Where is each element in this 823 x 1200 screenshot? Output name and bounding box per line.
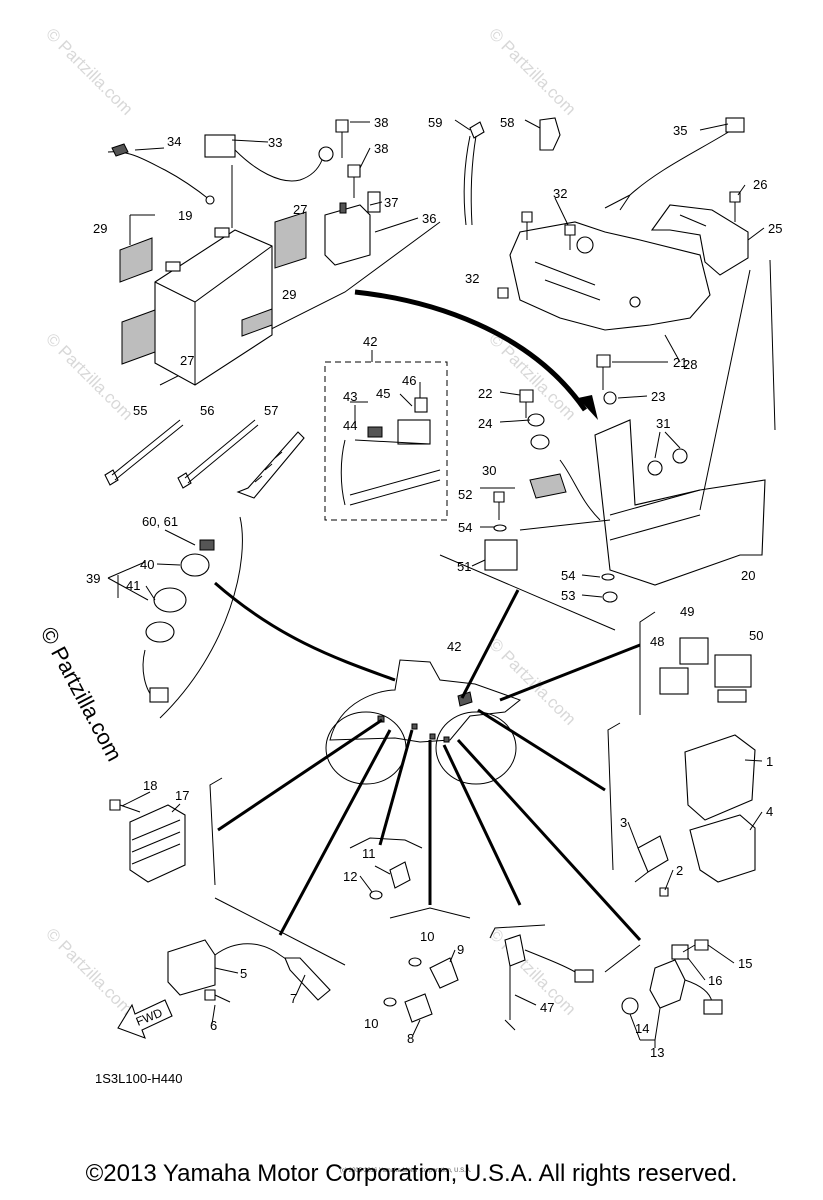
- callout-1: 1: [766, 754, 773, 769]
- callout-22: 22: [478, 386, 492, 401]
- callout-13: 13: [650, 1045, 664, 1060]
- drawing-code: 1S3L100-H440: [95, 1071, 182, 1086]
- leader-lines: [217, 589, 642, 942]
- battery-tray-group: [439, 259, 776, 631]
- oil-switch-group: [489, 924, 594, 1031]
- callout-57: 57: [264, 403, 278, 418]
- callout-20: 20: [741, 568, 755, 583]
- callout-6: 6: [210, 1018, 217, 1033]
- callout-48: 48: [650, 634, 664, 649]
- relay-group: [639, 611, 752, 715]
- callout-2: 2: [676, 863, 683, 878]
- watermark-1: © Partzilla.com: [42, 24, 136, 118]
- callout-41: 41: [126, 578, 140, 593]
- sensor-group: [349, 837, 423, 900]
- callout-54-left: 54: [458, 520, 472, 535]
- callout-25: 25: [768, 221, 782, 236]
- callout-27-upper: 27: [293, 202, 307, 217]
- callout-49: 49: [680, 604, 694, 619]
- assembly-arrowhead: [578, 395, 598, 420]
- callout-31: 31: [656, 416, 670, 431]
- callout-50: 50: [749, 628, 763, 643]
- callout-10-upper: 10: [420, 929, 434, 944]
- copyright-footer: ©2013 Yamaha Motor Corporation, U.S.A. A…: [85, 1160, 738, 1187]
- ignition-coil-group: [117, 897, 346, 1039]
- callout-24: 24: [478, 416, 492, 431]
- callout-17: 17: [175, 788, 189, 803]
- speed-sensor-group: [604, 939, 723, 1015]
- callout-26: 26: [753, 177, 767, 192]
- callout-45: 45: [376, 386, 390, 401]
- callout-5: 5: [240, 966, 247, 981]
- callout-42-bike: 42: [447, 639, 461, 654]
- watermark-6: © Partzilla.com: [42, 924, 136, 1018]
- watermark-5: © Partzilla.com: [485, 634, 579, 728]
- motorcycle-outline: [325, 659, 522, 785]
- callout-39: 39: [86, 571, 100, 586]
- callout-54-right: 54: [561, 568, 575, 583]
- callout-10-lower: 10: [364, 1016, 378, 1031]
- callout-12: 12: [343, 869, 357, 884]
- callout-59: 59: [428, 115, 442, 130]
- callout-36: 36: [422, 211, 436, 226]
- side-watermark: © Partzilla.com: [36, 623, 128, 766]
- callout-14: 14: [635, 1021, 649, 1036]
- callout-8: 8: [407, 1031, 414, 1046]
- callout-38-lower: 38: [374, 141, 388, 156]
- tiny-copyright: (c) 2005-2016 Yamaha Motor Corporation, …: [340, 1168, 472, 1174]
- callout-9: 9: [457, 942, 464, 957]
- callout-15: 15: [738, 956, 752, 971]
- callout-29-right: 29: [282, 287, 296, 302]
- callout-23: 23: [651, 389, 665, 404]
- watermark-2: © Partzilla.com: [485, 24, 579, 118]
- callout-47: 47: [540, 1000, 554, 1015]
- callout-3: 3: [620, 815, 627, 830]
- callout-55: 55: [133, 403, 147, 418]
- callout-33: 33: [268, 135, 282, 150]
- callout-11: 11: [362, 846, 376, 861]
- rectifier-group: [109, 777, 223, 886]
- callout-60-61: 60, 61: [142, 514, 178, 529]
- watermark-4: © Partzilla.com: [485, 329, 579, 423]
- callout-53: 53: [561, 588, 575, 603]
- callout-32-upper: 32: [553, 186, 567, 201]
- bracket-group: [463, 117, 749, 331]
- callout-43: 43: [343, 389, 357, 404]
- callout-42-top: 42: [363, 334, 377, 349]
- callout-32-left: 32: [465, 271, 479, 286]
- ecu-group: [607, 722, 756, 897]
- callouts: 1 2 3 4 5 6 7 8 9 10 10 11 12 13 14 15 1…: [86, 115, 782, 1060]
- callout-51: 51: [457, 559, 471, 574]
- cable-ties: [104, 419, 305, 499]
- ignition-group: [142, 516, 396, 719]
- callout-34: 34: [167, 134, 181, 149]
- callout-19: 19: [178, 208, 192, 223]
- callout-18: 18: [143, 778, 157, 793]
- fusebox-group: [324, 350, 448, 521]
- callout-30: 30: [482, 463, 496, 478]
- callout-58: 58: [500, 115, 514, 130]
- callout-38-upper: 38: [374, 115, 388, 130]
- callout-52: 52: [458, 487, 472, 502]
- callout-28: 28: [683, 357, 697, 372]
- callout-37: 37: [384, 195, 398, 210]
- callout-29-left: 29: [93, 221, 107, 236]
- assembly-arrow: [354, 289, 588, 412]
- callout-46: 46: [402, 373, 416, 388]
- watermarks: © Partzilla.com © Partzilla.com © Partzi…: [36, 24, 580, 1018]
- callout-40: 40: [140, 557, 154, 572]
- callout-27-lower: 27: [180, 353, 194, 368]
- callout-4: 4: [766, 804, 773, 819]
- callout-7: 7: [290, 991, 297, 1006]
- switches-group: [383, 907, 471, 1023]
- watermark-7: © Partzilla.com: [485, 924, 579, 1018]
- callout-16: 16: [708, 973, 722, 988]
- callout-leaders: [107, 119, 765, 1048]
- callout-44: 44: [343, 418, 357, 433]
- callout-21: 21: [673, 355, 687, 370]
- callout-56: 56: [200, 403, 214, 418]
- callout-35: 35: [673, 123, 687, 138]
- battery-group: [107, 119, 441, 386]
